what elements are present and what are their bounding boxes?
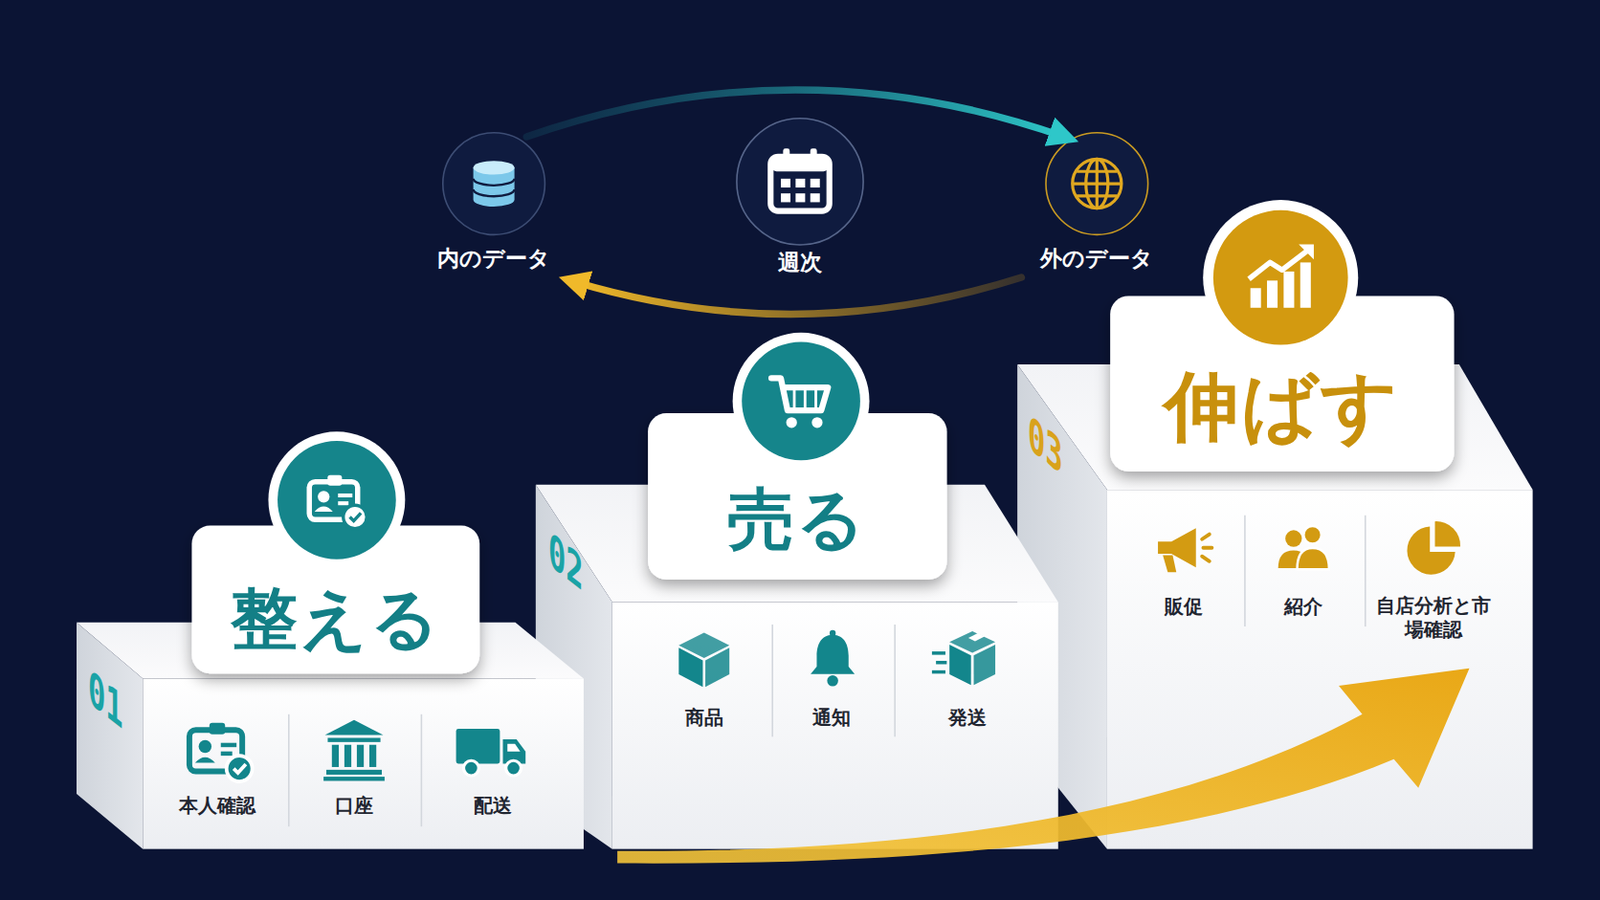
label: 配送 xyxy=(439,795,548,820)
step-tag xyxy=(647,333,947,580)
cycle-icons xyxy=(443,118,1149,245)
step-tag xyxy=(1110,200,1454,472)
step-item: 本人確認 xyxy=(157,795,277,826)
data-circle: 内のデータ xyxy=(412,130,577,273)
data-circle: 週次 xyxy=(713,117,886,278)
step-title: 売る xyxy=(727,483,867,557)
cycle-arrow xyxy=(573,277,1022,314)
step-number: 03 xyxy=(1027,408,1064,484)
step-tag: 整える xyxy=(191,525,480,674)
label: 商品 xyxy=(652,707,756,732)
label: 内のデータ xyxy=(437,243,551,274)
label: 口座 xyxy=(303,795,406,820)
step-item: 配送 xyxy=(439,795,548,826)
label: 発送 xyxy=(916,707,1020,732)
step-item: 商品 xyxy=(652,707,756,738)
label: 自店分析と市場確認 xyxy=(1367,595,1501,644)
step-number: 01 xyxy=(88,663,124,738)
data-circle: 外のデータ xyxy=(1015,130,1179,273)
step-tag xyxy=(191,431,480,674)
step-item: 口座 xyxy=(303,795,406,826)
label: 外のデータ xyxy=(1040,243,1154,274)
cycle-arrow xyxy=(526,89,1065,137)
step-title: 伸ばす xyxy=(1163,365,1400,449)
step-item: 通知 xyxy=(780,707,884,738)
label: 本人確認 xyxy=(157,795,277,820)
label: 週次 xyxy=(777,246,823,278)
step-number: 02 xyxy=(548,525,584,600)
step-tag: 伸ばす xyxy=(1110,295,1454,471)
step-title: 整える xyxy=(230,582,442,657)
label: 紹介 xyxy=(1251,596,1355,621)
label: 通知 xyxy=(780,707,884,732)
step-tag: 売る xyxy=(647,413,947,580)
step-item: 紹介 xyxy=(1251,596,1355,627)
step-item: 自店分析と市場確認 xyxy=(1367,595,1501,653)
step-item: 発送 xyxy=(916,707,1020,738)
step-item: 販促 xyxy=(1130,596,1237,627)
growth-arrow xyxy=(617,668,1469,865)
label: 販促 xyxy=(1130,596,1237,621)
